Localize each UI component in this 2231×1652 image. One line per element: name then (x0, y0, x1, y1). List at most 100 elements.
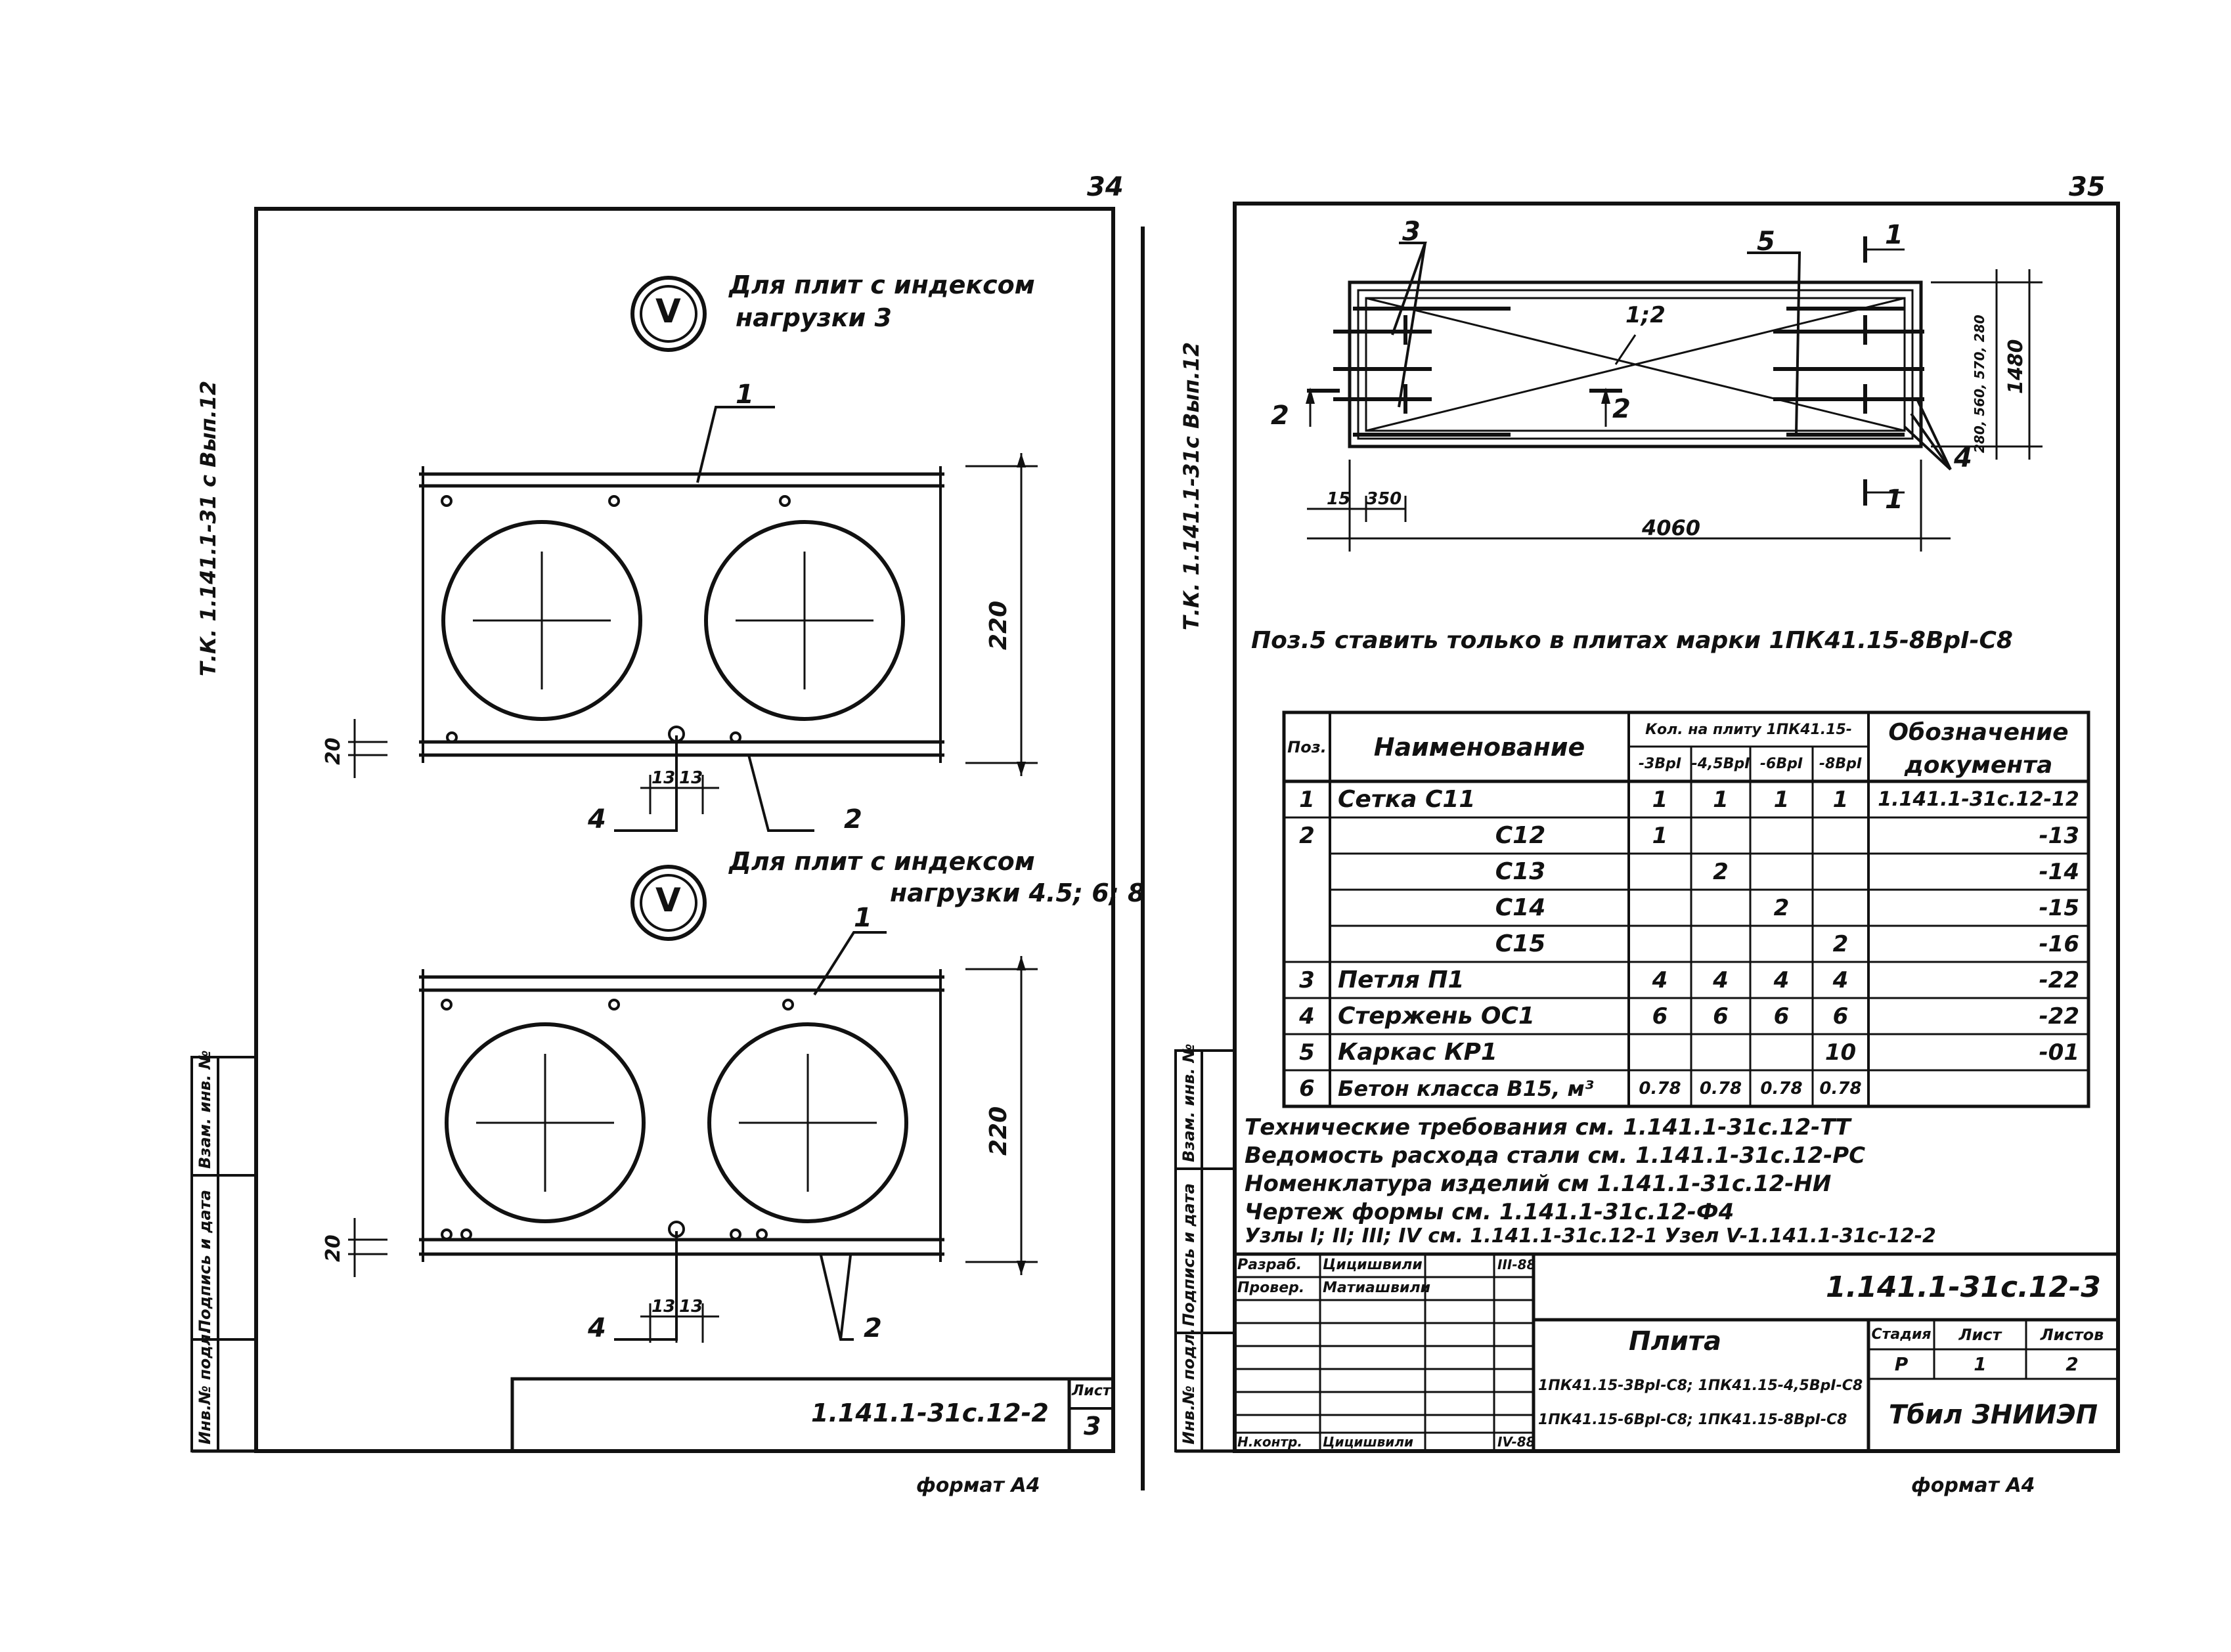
row4-doc: -15 (2039, 894, 2079, 921)
row8-q1 (1629, 1034, 1691, 1070)
table-header-name: Наименование (1373, 732, 1585, 762)
left-sheet-label: Лист (1072, 1383, 1111, 1399)
row4-q3: 2 (1773, 894, 1790, 921)
ref-line-4: Чертеж формы см. 1.141.1-31с.12-Ф4 (1245, 1199, 1734, 1225)
view2-callout-1: 1 (854, 903, 872, 933)
ref-line-3: Номенклатура изделий см 1.141.1-31с.12-Н… (1245, 1171, 1832, 1197)
stamp-role-3: Н.контр. (1237, 1434, 1302, 1450)
row7-q2: 6 (1713, 1003, 1729, 1030)
plan-dim-side: 280, 560, 570, 280 (1972, 315, 1987, 453)
ref-line-1: Технические требования см. 1.141.1-31с.1… (1245, 1114, 1851, 1141)
row7-pos: 4 (1299, 1003, 1315, 1030)
row5-q4: 2 (1832, 930, 1849, 957)
stamp-marks-line2: 1ПК41.15-6ВрI-С8; 1ПК41.15-8ВрI-С8 (1538, 1412, 1847, 1428)
left-sheet-number: 3 (1084, 1412, 1101, 1441)
view1-dim-cover: 20 (322, 737, 345, 765)
view1-callout-4: 4 (588, 804, 606, 835)
row2-q2 (1691, 817, 1750, 854)
row2-doc: -13 (2039, 822, 2079, 849)
plan-section-1-bottom: 1 (1885, 485, 1903, 515)
stamp-name-2: Матиашвили (1323, 1280, 1430, 1296)
row9-pos: 6 (1299, 1075, 1315, 1102)
row3-q2: 2 (1713, 858, 1729, 885)
table-header-sub-4: -8ВрI (1819, 756, 1863, 772)
plan-section-2-left: 2 (1271, 401, 1289, 431)
stamp-h-sheet: Лист (1958, 1325, 2002, 1344)
view1-callout-2: 2 (844, 804, 862, 835)
stamp-h-stage: Стадия (1871, 1326, 1932, 1343)
plan-callout-5: 5 (1757, 227, 1775, 257)
stamp-sheet: 1 (1974, 1353, 1987, 1375)
plan-dim-4060: 4060 (1642, 515, 1701, 540)
row5-q3 (1750, 926, 1813, 962)
row5-q1 (1629, 926, 1691, 962)
row3-q3 (1750, 854, 1813, 890)
view2-note-line1: Для плит с индексом (729, 847, 1035, 876)
row4-q1 (1629, 890, 1691, 926)
plan-dim-350: 350 (1366, 489, 1402, 509)
row4-name: С14 (1495, 894, 1546, 921)
row2-q1: 1 (1652, 822, 1668, 849)
left-stamp-sign: Подпись и дата (196, 1190, 214, 1333)
stamp-h-sheets: Листов (2040, 1325, 2104, 1344)
left-stamp-inv: Инв.№ подл. (196, 1328, 214, 1445)
view1-callout-1: 1 (736, 380, 754, 410)
row6-q2: 4 (1713, 967, 1729, 993)
row2-name: С12 (1495, 822, 1546, 849)
stamp-title: Плита (1629, 1326, 1721, 1357)
stamp-date-3: IV-88 (1497, 1434, 1535, 1450)
row2-q4 (1813, 817, 1868, 854)
view1-note-line1: Для плит с индексом (729, 271, 1035, 299)
view2-callout-2: 2 (864, 1313, 882, 1343)
row9-q1: 0.78 (1639, 1078, 1681, 1098)
row7-doc: -22 (2039, 1003, 2079, 1030)
row4-q2 (1691, 890, 1750, 926)
plan-section-2-mid: 2 (1612, 394, 1631, 424)
stamp-stage: Р (1894, 1353, 1909, 1375)
spec-note: Поз.5 ставить только в плитах марки 1ПК4… (1251, 627, 2013, 654)
plan-callout-3: 3 (1402, 217, 1421, 247)
view1-dim-13b: 13 (679, 768, 703, 788)
stamp-sheets: 2 (2065, 1353, 2079, 1375)
view2-dim-height: 220 (985, 1106, 1012, 1156)
row7-name: Стержень ОС1 (1338, 1003, 1535, 1030)
row1-q4: 1 (1832, 786, 1849, 813)
row1-name: Сетка С11 (1338, 786, 1476, 813)
view2-dim-13b: 13 (679, 1297, 703, 1316)
row7-q3: 6 (1773, 1003, 1790, 1030)
stamp-name-1: Цицишвили (1323, 1257, 1423, 1273)
row6-name: Петля П1 (1338, 967, 1465, 993)
row1-q2: 1 (1713, 786, 1729, 813)
row3-name: С13 (1495, 858, 1546, 885)
plan-dim-1480: 1480 (2004, 339, 2027, 395)
view2-dim-cover: 20 (322, 1234, 345, 1262)
row4-q4 (1813, 890, 1868, 926)
stamp-role-1: Разраб. (1237, 1257, 1302, 1273)
left-stamp-replace: Взам. инв. № (196, 1050, 214, 1169)
ref-line-2: Ведомость расхода стали см. 1.141.1-31с.… (1245, 1142, 1866, 1169)
right-stamp-replace: Взам. инв. № (1180, 1043, 1198, 1162)
plan-dim-15: 15 (1327, 489, 1351, 509)
view2-marker-label: V (655, 881, 681, 919)
table-header-sub-1: -3ВрI (1638, 756, 1682, 772)
row5-q2 (1691, 926, 1750, 962)
right-format: формат А4 (1911, 1474, 2035, 1497)
table-header-doc-2: документа (1904, 751, 2053, 779)
view1-dim-13a: 13 (652, 768, 676, 788)
table-header-doc-1: Обозначение (1888, 718, 2069, 746)
table-header-qty: Кол. на плиту 1ПК41.15- (1645, 721, 1852, 738)
view2-dim-13a: 13 (652, 1297, 676, 1316)
row9-doc (1868, 1070, 2088, 1106)
plan-section-1-top: 1 (1885, 220, 1903, 250)
left-stamp-code: 1.141.1-31с.12-2 (811, 1399, 1049, 1427)
row1-q1: 1 (1652, 786, 1668, 813)
right-side-code: Т.К. 1.141.1-31с Вып.12 (1179, 341, 1204, 630)
view1-note-line2: нагрузки 3 (736, 303, 892, 332)
row8-name: Каркас КР1 (1338, 1039, 1497, 1066)
left-format: формат А4 (916, 1474, 1040, 1497)
stamp-date-1: III-88 (1497, 1257, 1536, 1272)
row3-pos (1284, 854, 1330, 890)
row8-pos: 5 (1299, 1039, 1315, 1066)
row2-pos: 2 (1299, 822, 1315, 849)
